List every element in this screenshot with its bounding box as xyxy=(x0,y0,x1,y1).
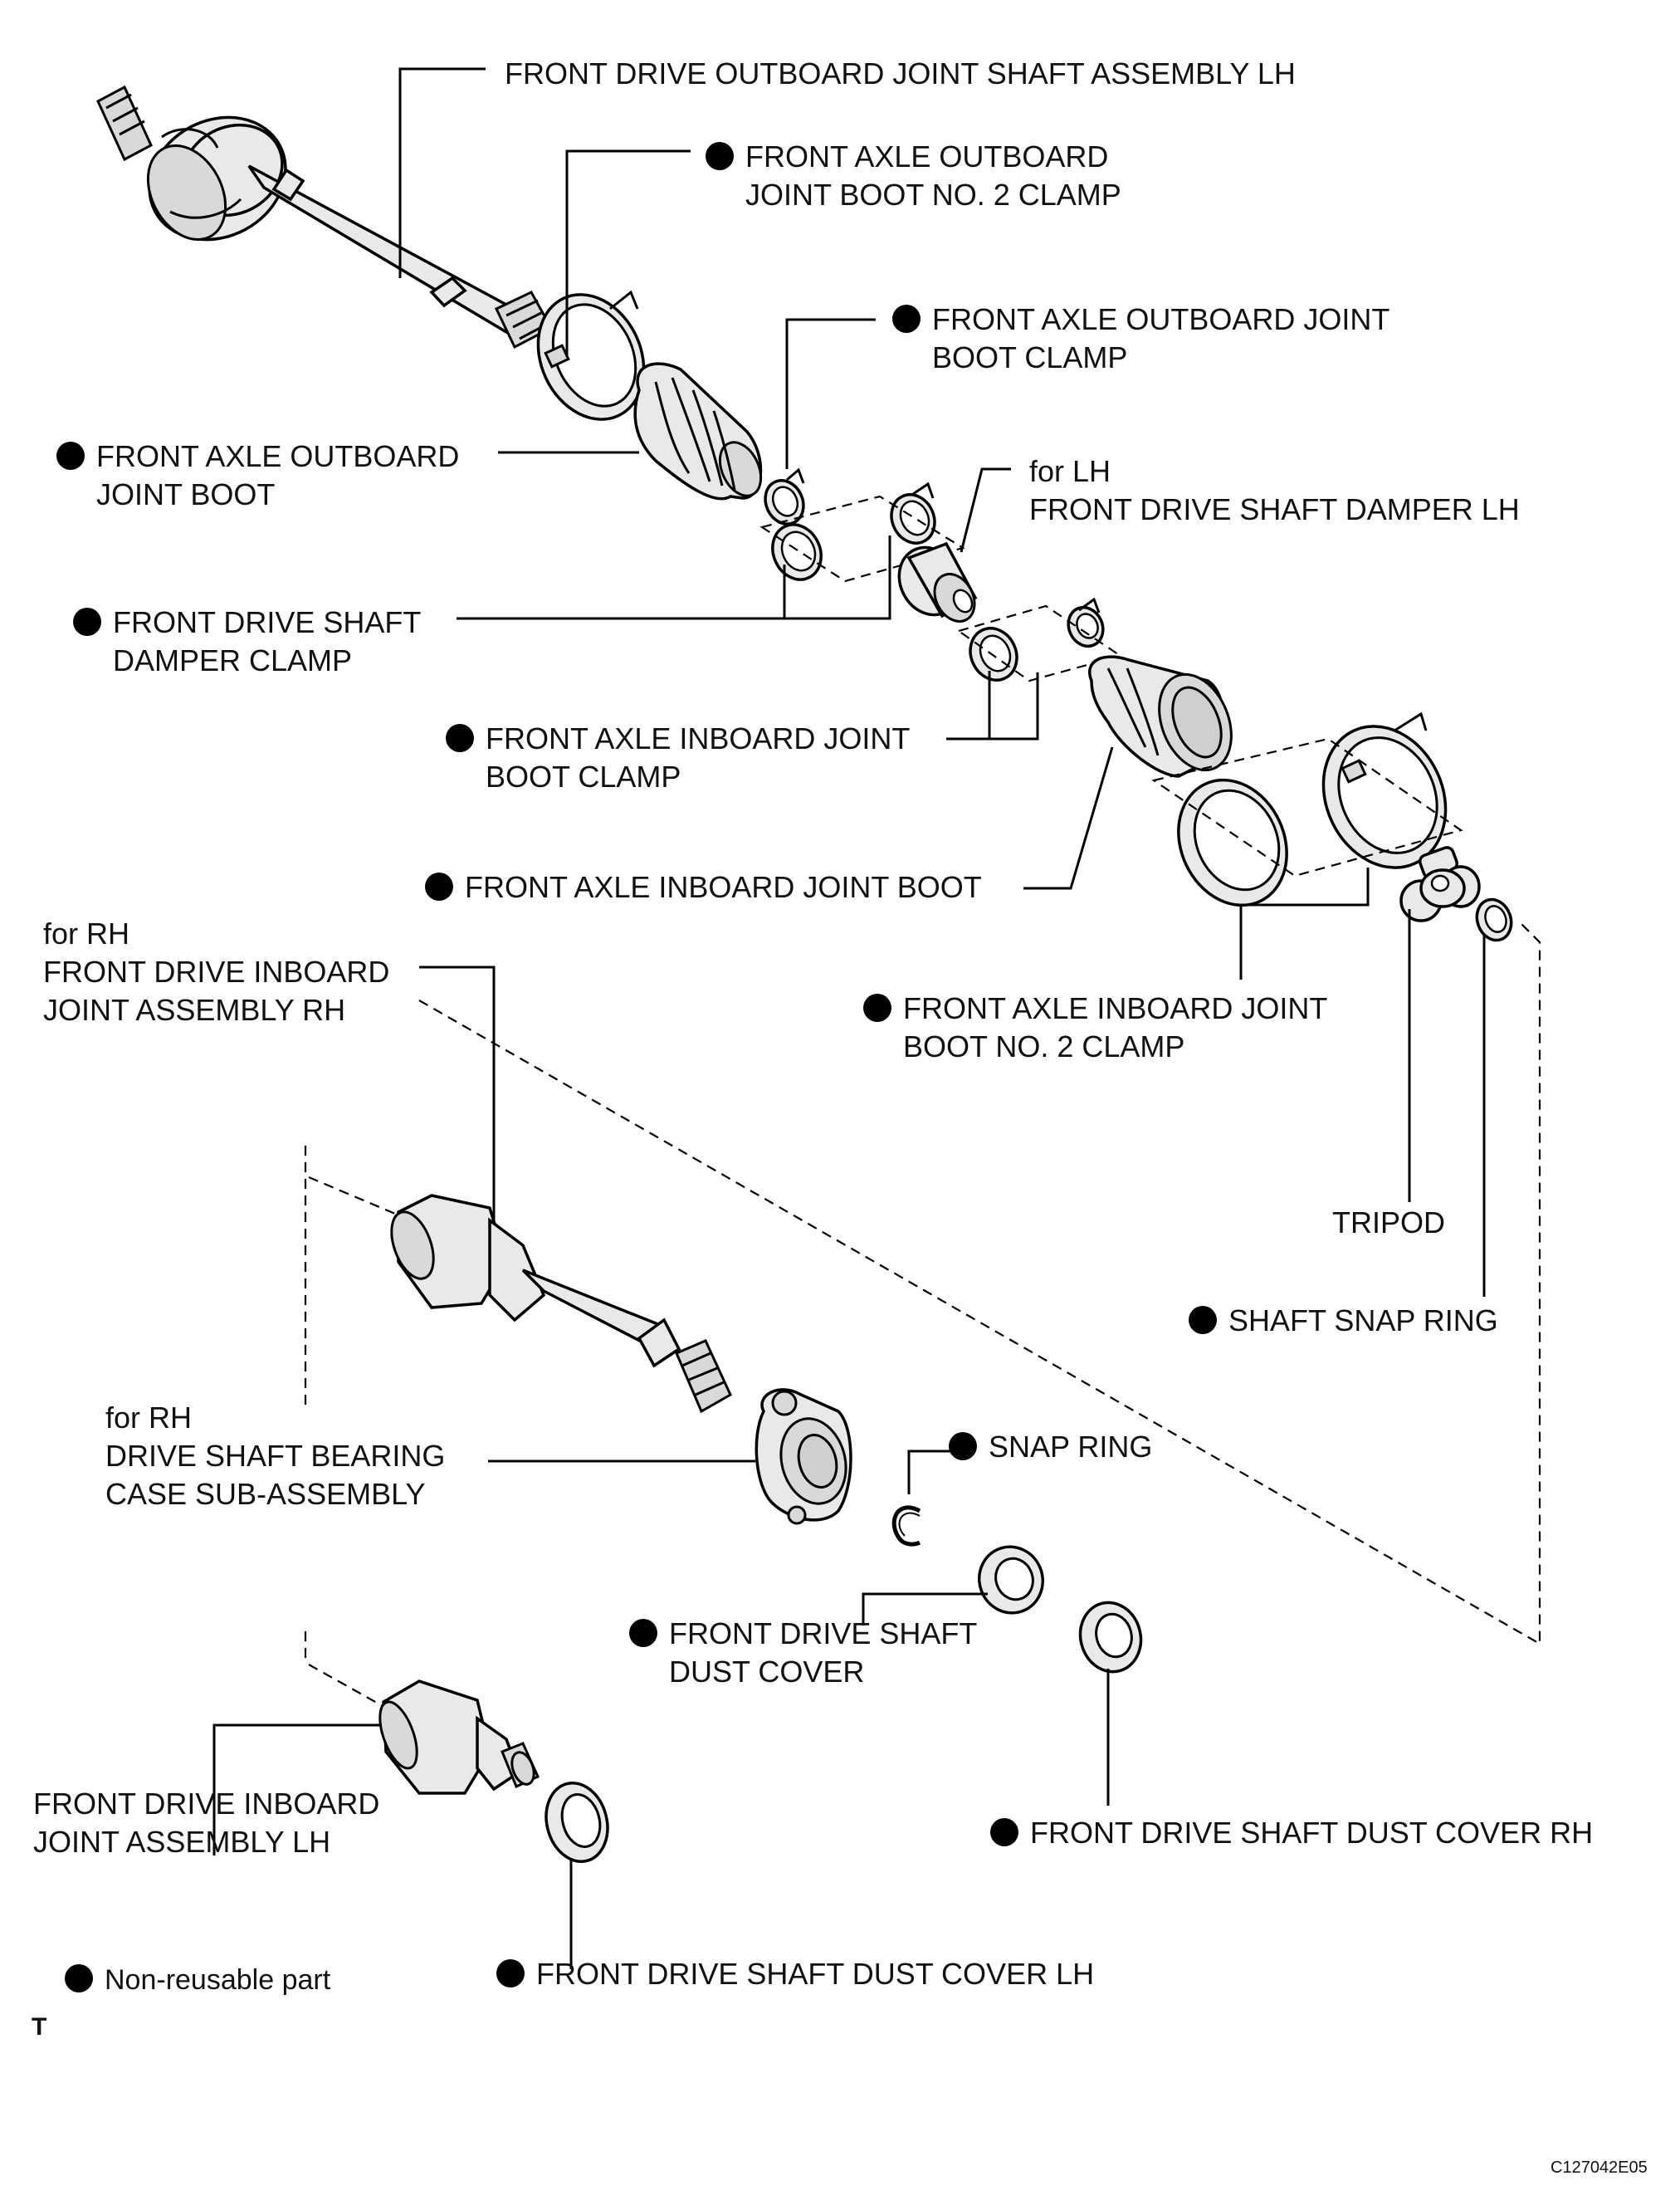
non-reusable-icon xyxy=(496,1959,525,1987)
dust-cover-lh-part xyxy=(545,1781,609,1864)
label-outboard-shaft-assembly: FRONT DRIVE OUTBOARD JOINT SHAFT ASSEMBL… xyxy=(505,56,1296,90)
inboard-boot-no2-clamps-part xyxy=(1151,711,1463,907)
label-outboard-joint-boot: FRONT AXLE OUTBOARD JOINT BOOT xyxy=(56,438,459,514)
inboard-joint-assembly-lh-part xyxy=(304,1631,540,1795)
label-inboard-joint-rh: for RH FRONT DRIVE INBOARD JOINT ASSEMBL… xyxy=(43,917,390,1027)
label-shaft-damper-lh: for LH FRONT DRIVE SHAFT DAMPER LH xyxy=(1029,454,1520,526)
dust-cover-rh-part xyxy=(1078,1601,1143,1674)
non-reusable-icon xyxy=(706,142,734,170)
outboard-boot-no2-clamp-part xyxy=(536,290,646,421)
label-dust-cover-lh: FRONT DRIVE SHAFT DUST COVER LH xyxy=(496,1955,1094,1993)
non-reusable-icon xyxy=(863,994,891,1022)
outboard-joint-boot-part xyxy=(633,362,763,501)
outboard-boot-clamp-part xyxy=(764,467,805,526)
label-tripod: TRIPOD xyxy=(1332,1205,1446,1239)
non-reusable-icon xyxy=(990,1818,1018,1846)
non-reusable-icon xyxy=(446,724,474,752)
label-dust-cover: FRONT DRIVE SHAFT DUST COVER xyxy=(629,1615,977,1691)
non-reusable-icon xyxy=(425,873,453,901)
snap-ring-part xyxy=(891,1505,921,1547)
non-reusable-icon xyxy=(73,608,101,636)
non-reusable-icon xyxy=(892,305,921,333)
tripod-part xyxy=(1399,846,1481,922)
label-outboard-boot-clamp: FRONT AXLE OUTBOARD JOINT BOOT CLAMP xyxy=(892,301,1389,377)
non-reusable-icon xyxy=(949,1432,977,1460)
label-inboard-joint-lh: FRONT DRIVE INBOARD JOINT ASSEMBLY LH xyxy=(33,1787,380,1859)
non-reusable-icon xyxy=(1189,1306,1217,1334)
shaft-damper-lh-part xyxy=(897,541,978,623)
leader-lines xyxy=(212,67,1486,1969)
label-inboard-boot-no2-clamp: FRONT AXLE INBOARD JOINT BOOT NO. 2 CLAM… xyxy=(863,990,1327,1066)
outboard-joint-shaft-assembly xyxy=(96,85,554,350)
inboard-joint-boot-part xyxy=(1088,655,1233,778)
label-outboard-boot-no2-clamp: FRONT AXLE OUTBOARD JOINT BOOT NO. 2 CLA… xyxy=(706,138,1121,214)
inboard-joint-assembly-rh-part xyxy=(304,1146,732,1414)
non-reusable-icon xyxy=(629,1619,657,1647)
label-inboard-boot-clamp: FRONT AXLE INBOARD JOINT BOOT CLAMP xyxy=(446,720,910,796)
label-dust-cover-rh: FRONT DRIVE SHAFT DUST COVER RH xyxy=(990,1814,1593,1852)
non-reusable-icon xyxy=(56,442,85,470)
label-bearing-case: for RH DRIVE SHAFT BEARING CASE SUB-ASSE… xyxy=(105,1401,446,1511)
legend-non-reusable: Non-reusable part xyxy=(65,1961,330,1999)
label-inboard-joint-boot: FRONT AXLE INBOARD JOINT BOOT xyxy=(425,868,982,907)
inboard-boot-clamps-part xyxy=(956,597,1123,682)
figure-code: C127042E05 xyxy=(1551,2158,1648,2177)
bearing-case-part xyxy=(755,1388,852,1525)
shaft-snap-ring-part xyxy=(1475,897,1513,942)
non-reusable-icon xyxy=(65,1964,93,1992)
dust-cover-part xyxy=(978,1545,1044,1615)
corner-mark: T xyxy=(32,2013,47,2041)
label-snap-ring: SNAP RING xyxy=(949,1428,1152,1466)
label-damper-clamp: FRONT DRIVE SHAFT DAMPER CLAMP xyxy=(73,604,421,680)
label-shaft-snap-ring: SHAFT SNAP RING xyxy=(1189,1302,1498,1340)
